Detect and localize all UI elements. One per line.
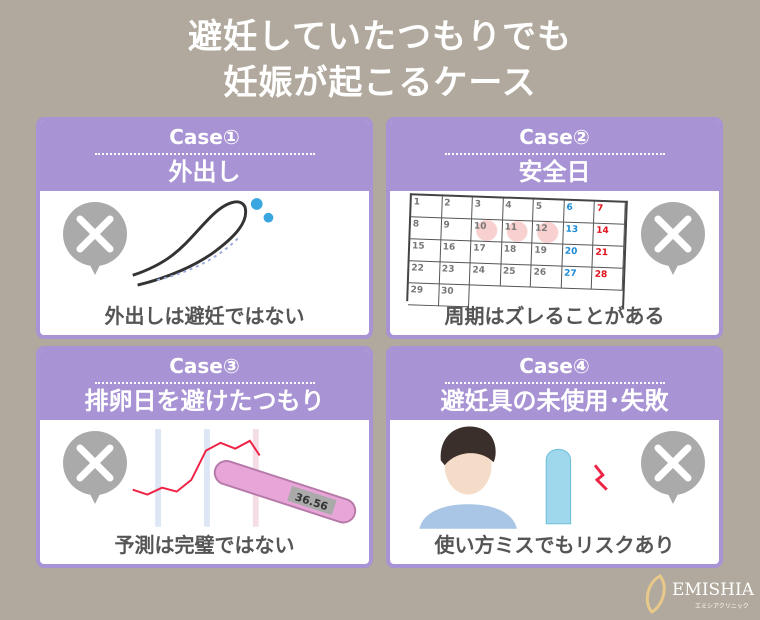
calendar-day: 24 (469, 263, 502, 287)
calendar-day: 4 (502, 198, 535, 222)
leaf-logo-icon (645, 574, 666, 614)
calendar-day: 7 (594, 201, 626, 225)
cross-mark-icon (641, 431, 705, 504)
case-caption: 周期はズレることがある (444, 304, 665, 328)
calendar-day: 2 (441, 196, 473, 220)
calendar-day: 18 (501, 242, 533, 266)
calendar-day: 13 (563, 222, 595, 246)
calendar-day: 3 (472, 197, 504, 221)
calendar-day: 1 (411, 195, 443, 219)
calendar-day: 10 (471, 219, 503, 243)
case-name: 排卵日を避けたつもり (84, 387, 325, 415)
cross-mark-icon (641, 202, 705, 275)
case-caption: 使い方ミスでもリスクあり (434, 533, 675, 557)
calendar-day: 21 (592, 245, 625, 269)
calendar-day: 9 (440, 218, 473, 242)
temperature-chart-illustration: 36.56 (132, 429, 357, 527)
calendar-day: 25 (500, 264, 532, 288)
calendar-day: 6 (563, 200, 596, 224)
illustration (132, 198, 274, 287)
case-label: Case② (519, 125, 590, 149)
calendar-day: 26 (531, 265, 563, 289)
case-card-1: Case① 外出し 外出しは避妊ではない (36, 117, 373, 339)
calendar-day: 17 (470, 241, 502, 265)
calendar-day: 5 (533, 199, 565, 223)
cross-mark-icon (63, 202, 127, 275)
worried-man-and-condom-illustration (419, 426, 608, 529)
case-card-4: Case④ 避妊具の未使用･失敗 使い方ミスでもリスクあり (386, 346, 723, 568)
case-label: Case④ (519, 354, 590, 378)
case-label: Case① (169, 125, 240, 149)
calendar-day: 8 (410, 217, 442, 241)
calendar-day: 22 (408, 261, 441, 285)
calendar-day: 12 (532, 221, 564, 245)
case-card-3: Case③ 排卵日を避けたつもり 36.56 予測は完璧ではない (36, 346, 373, 568)
calendar-day: 23 (439, 262, 471, 286)
calendar-day: 19 (531, 243, 564, 267)
case-name: 外出し (168, 158, 241, 186)
calendar-day: 20 (562, 244, 594, 268)
case-name: 安全日 (518, 158, 591, 186)
calendar-day: 15 (409, 239, 441, 263)
page-title: 避妊していたつもりでも 妊娠が起こるケース (188, 17, 572, 103)
calendar-day: 14 (593, 223, 625, 247)
calendar-day: 28 (592, 267, 624, 291)
calendar-day: 27 (561, 266, 593, 290)
case-name: 避妊具の未使用･失敗 (440, 387, 669, 415)
calendar-day: 16 (440, 240, 472, 264)
case-caption: 予測は完璧ではない (114, 533, 295, 557)
cross-mark-icon (63, 431, 127, 504)
case-caption: 外出しは避妊ではない (104, 304, 305, 328)
calendar-day: 11 (501, 220, 534, 244)
case-label: Case③ (169, 354, 240, 378)
